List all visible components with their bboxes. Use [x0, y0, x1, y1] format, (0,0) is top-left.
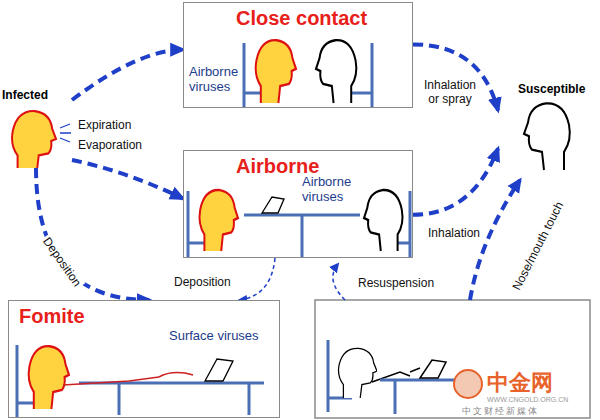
panel-title: Fomite — [19, 305, 85, 328]
virus-note: Surface viruses — [169, 329, 259, 344]
scenario-panel: AirborneAirborne viruses — [183, 150, 413, 258]
panel-title: Close contact — [236, 7, 367, 30]
edge-label: Deposition — [39, 233, 86, 291]
edge-label: Inhalation or spray — [420, 78, 480, 107]
figure-label: Susceptible — [518, 82, 585, 96]
edge-label: Inhalation — [426, 226, 482, 240]
transmission-arrow — [36, 168, 149, 300]
touch-panel — [315, 300, 590, 418]
scenario-panel: Close contactAirborne viruses — [183, 2, 413, 108]
virus-note: Airborne viruses — [189, 65, 249, 95]
scene-illustration — [498, 82, 596, 177]
figure-label: Infected — [2, 88, 48, 102]
process-label: Expiration — [76, 118, 133, 132]
person-figure: Infected — [0, 88, 72, 168]
process-label: Resuspension — [356, 276, 436, 290]
transmission-arrow — [72, 160, 183, 199]
watermark: 中金网 — [485, 370, 555, 396]
transmission-arrow — [239, 258, 275, 300]
transmission-arrow — [72, 50, 183, 100]
transmission-arrow — [413, 149, 498, 215]
resuspension-arrow — [333, 264, 345, 300]
touch-scene — [328, 340, 470, 414]
watermark: 中文财经新媒体 — [460, 406, 541, 417]
process-label: Nose/mouth touch — [509, 198, 568, 295]
virus-note: Airborne viruses — [302, 175, 362, 205]
watermark: WWW.CNGOLD.ORG.CN — [485, 396, 570, 404]
process-label: Evaporation — [76, 138, 144, 152]
transmission-arrow — [413, 44, 498, 110]
person-figure: Susceptible — [498, 82, 596, 177]
watermark-logo — [454, 370, 482, 398]
edge-label: Deposition — [172, 275, 233, 289]
scenario-panel: FomiteSurface viruses — [8, 300, 280, 418]
breath-arrows — [60, 124, 71, 142]
